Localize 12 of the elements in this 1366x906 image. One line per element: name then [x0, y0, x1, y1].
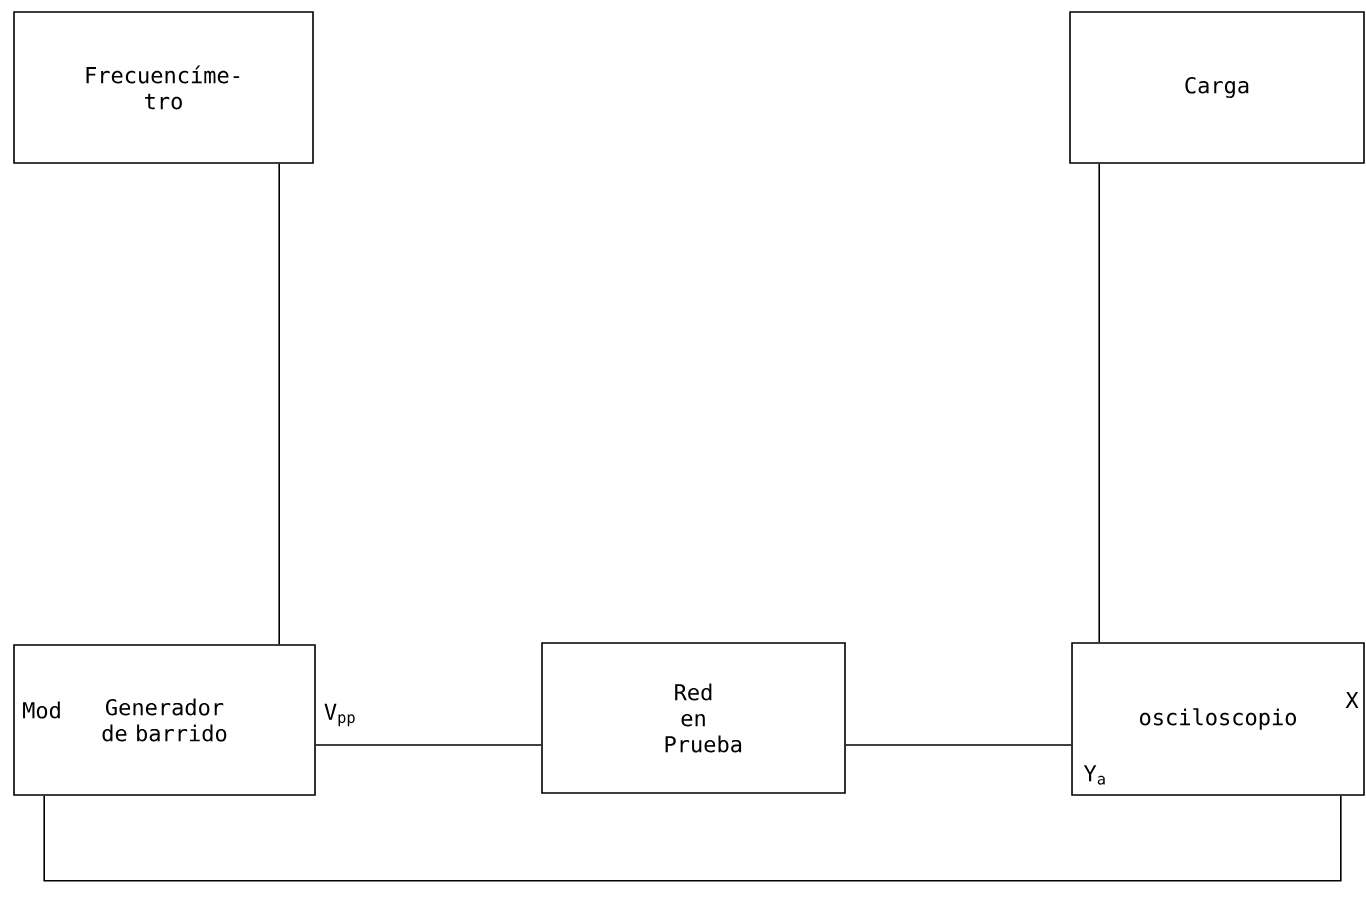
- wire: [43, 795, 1342, 882]
- device-box: Carga: [1069, 11, 1365, 164]
- wire: [845, 744, 1072, 746]
- wire: [1098, 163, 1100, 643]
- pin-label: X: [1345, 692, 1359, 709]
- device-box: Red en Prueba: [541, 642, 846, 794]
- pin-label: V$_{pp}$: [324, 703, 355, 727]
- device-box: Frecuencíme- tro: [13, 11, 314, 164]
- wire: [278, 163, 280, 645]
- pin-label: Mod: [23, 701, 60, 719]
- pin-label: Y$_{a}$: [1083, 765, 1105, 785]
- wire: [315, 744, 542, 746]
